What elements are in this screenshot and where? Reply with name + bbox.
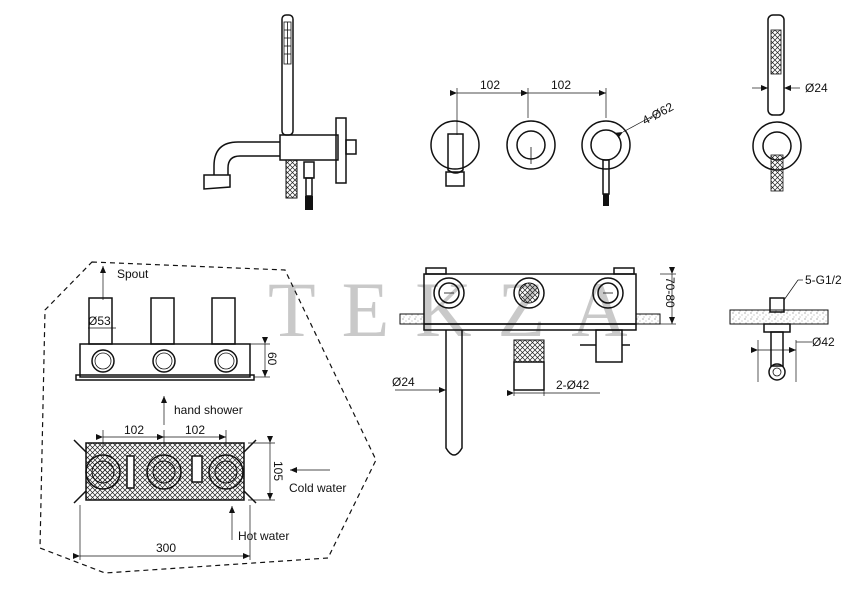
front-port-1 bbox=[85, 454, 121, 490]
spout-dia-label: Ø24 bbox=[392, 375, 415, 389]
cold-water-label: Cold water bbox=[289, 481, 346, 495]
spout-tube-top bbox=[213, 141, 280, 175]
section-diverter bbox=[513, 339, 545, 363]
mixer-plate bbox=[581, 120, 631, 170]
box-105-label: 105 bbox=[271, 461, 285, 481]
box-housing-side bbox=[79, 343, 251, 378]
handset-holder bbox=[279, 134, 339, 161]
box-height-label: 60 bbox=[265, 352, 279, 366]
handset-front-view: Ø24 bbox=[752, 14, 828, 192]
spout-front-outlet bbox=[445, 171, 465, 187]
section-spout bbox=[445, 330, 463, 456]
wall-left bbox=[399, 313, 425, 325]
hand-shower-label: hand shower bbox=[174, 403, 243, 417]
hose-connector bbox=[285, 159, 298, 199]
hole-dia-label: 4-Ø62 bbox=[640, 99, 676, 127]
dim-top-left: 102 bbox=[480, 78, 500, 92]
elbow-dia-label: Ø42 bbox=[812, 335, 835, 349]
detail-boundary bbox=[39, 261, 377, 574]
handset-front-hose bbox=[770, 154, 784, 192]
handset-dia-label: Ø24 bbox=[805, 81, 828, 95]
elbow-body bbox=[770, 331, 784, 367]
installed-section-view: 70-80 Ø24 2-Ø42 bbox=[392, 267, 677, 456]
section-port-1 bbox=[433, 277, 465, 309]
depth-label: 70-80 bbox=[663, 277, 677, 308]
diverter-knob bbox=[303, 161, 315, 179]
box-dim-right: 102 bbox=[185, 423, 205, 437]
wall-stub bbox=[345, 139, 357, 155]
valve-body-3 bbox=[211, 297, 236, 345]
port-1 bbox=[91, 349, 115, 373]
valve-body-2 bbox=[150, 297, 175, 345]
elbow-thread bbox=[769, 297, 785, 313]
concealed-box-detail: Spout Ø53 60 hand shower 102 102 bbox=[39, 261, 377, 574]
diverter-plate bbox=[506, 120, 556, 170]
hot-water-label: Hot water bbox=[238, 529, 289, 543]
box-dia-label: Ø53 bbox=[88, 314, 111, 328]
thread-label: 5-G1/2 bbox=[805, 273, 842, 287]
box-dim-left: 102 bbox=[124, 423, 144, 437]
front-plates-view: 102 102 4-Ø62 bbox=[430, 78, 676, 206]
watermark-text: TEKZA bbox=[268, 266, 654, 353]
mixer-knob-front bbox=[590, 129, 622, 161]
section-mixer bbox=[595, 329, 623, 363]
section-port-2 bbox=[513, 277, 545, 309]
hose-end bbox=[305, 196, 313, 210]
port-3 bbox=[214, 349, 238, 373]
spout-label: Spout bbox=[117, 267, 149, 281]
spout-plate bbox=[430, 120, 480, 170]
wall-right bbox=[635, 313, 661, 325]
spout-front bbox=[447, 133, 464, 174]
front-port-2 bbox=[146, 454, 182, 490]
box-width-label: 300 bbox=[156, 541, 176, 555]
handset-front-body bbox=[767, 14, 785, 116]
dim-top-right: 102 bbox=[551, 78, 571, 92]
section-port-3 bbox=[592, 277, 624, 309]
outlet-label: 2-Ø42 bbox=[556, 378, 590, 392]
port-2 bbox=[152, 349, 176, 373]
spout-handset-side-view bbox=[203, 14, 357, 210]
handset-front-nozzles bbox=[770, 29, 782, 75]
mixer-lever bbox=[602, 159, 610, 195]
front-port-3 bbox=[208, 454, 244, 490]
wall-elbow-view: 5-G1/2 Ø42 bbox=[729, 273, 842, 382]
spout-tube-bottom bbox=[227, 155, 280, 175]
elbow-outlet bbox=[768, 363, 786, 381]
spout-outlet bbox=[203, 174, 231, 190]
